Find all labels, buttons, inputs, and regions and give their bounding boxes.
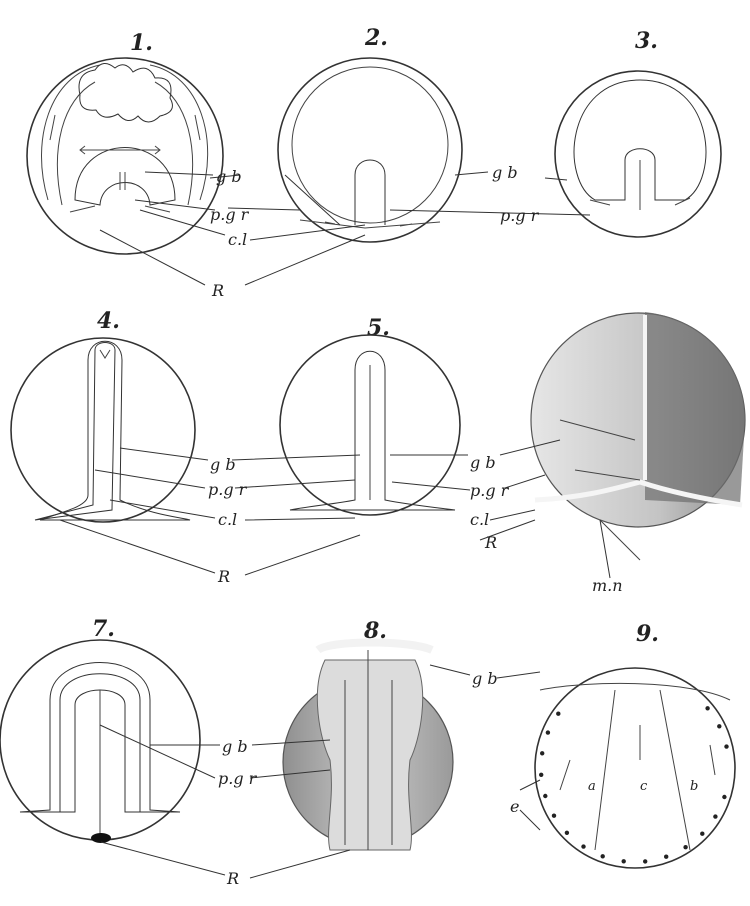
label-a: a (588, 779, 596, 794)
figure-8 (283, 643, 453, 851)
figure-number-7: 7. (92, 616, 115, 642)
rim-dot (565, 831, 569, 835)
label-R-fig1: R (211, 281, 224, 300)
figure-9 (535, 668, 735, 868)
label-b: b (690, 779, 698, 794)
figure-number-2: 2. (364, 25, 388, 51)
label-gb-fig2-3: g b (492, 163, 518, 182)
rim-dot (552, 814, 556, 818)
label-cl-fig4: c.l (218, 510, 237, 529)
label-gb-fig8-9: g b (472, 669, 498, 688)
rim-dot (713, 814, 717, 818)
rim-dot (700, 832, 704, 836)
label-R-fig4: R (217, 567, 230, 586)
figure-number-3: 3. (635, 28, 658, 54)
rim-dot (664, 855, 668, 859)
rim-dot (643, 859, 647, 863)
figure-number-9: 9. (636, 621, 659, 647)
rim-dot (717, 724, 721, 728)
label-pgr-fig7: p.g r (218, 769, 258, 788)
label-e: e (510, 797, 519, 816)
label-R-fig6: R (484, 533, 497, 552)
figure-number-4: 4. (97, 308, 120, 334)
label-cl-fig6: c.l (470, 510, 489, 529)
rim-dot (601, 854, 605, 858)
rim-dot (540, 751, 544, 755)
figure-1 (27, 58, 223, 254)
label-gb-fig1: g b (216, 167, 242, 186)
figure-3 (555, 71, 721, 237)
rim-dot (546, 730, 550, 734)
rim-dot (539, 773, 543, 777)
label-cl-fig1: c.l (228, 230, 247, 249)
label-mn: m.n (592, 576, 623, 595)
figure-7 (0, 640, 200, 843)
label-R-fig7: R (226, 869, 239, 888)
rim-dot (556, 712, 560, 716)
rim-dot (581, 844, 585, 848)
label-gb-fig4: g b (210, 455, 236, 474)
rim-dot (722, 795, 726, 799)
figure-5 (280, 335, 460, 515)
figure-4 (11, 338, 195, 522)
rim-dot (622, 859, 626, 863)
label-pgr-fig1: p.g r (210, 205, 250, 224)
rim-dot (683, 845, 687, 849)
rim-dot (724, 744, 728, 748)
label-gb-fig7: g b (222, 737, 248, 756)
figure-2 (278, 58, 462, 242)
figure-number-1: 1. (130, 30, 153, 56)
rim-dot (543, 794, 547, 798)
label-pgr-fig4: p.g r (208, 480, 248, 499)
rim-dot (705, 706, 709, 710)
figure-6 (531, 312, 745, 560)
label-pgr-fig2-3: p.g r (500, 206, 540, 225)
blastopore-mark (91, 833, 111, 843)
label-c: c (640, 779, 648, 794)
label-pgr-fig5: p.g r (470, 481, 510, 500)
label-gb-fig5: g b (470, 453, 496, 472)
